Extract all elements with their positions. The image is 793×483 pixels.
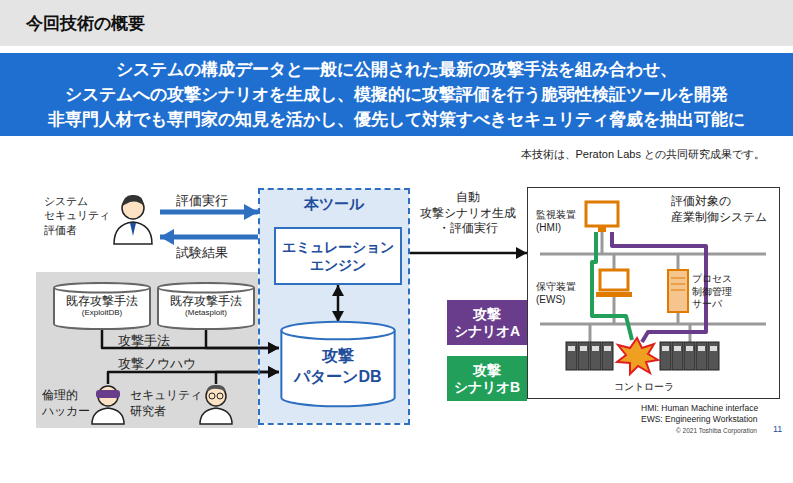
researcher: セキュリティ 研究者	[128, 382, 236, 426]
edge-label: 攻撃ノウハウ	[118, 355, 196, 373]
node-text: 既存攻撃手法	[170, 294, 242, 308]
connector	[160, 210, 258, 215]
hmi: 監視装置 (HMI)	[534, 201, 624, 245]
connector	[108, 372, 279, 384]
node-text: システムの構成データと一般に公開された最新の攻撃手法を組み合わせ、	[116, 57, 677, 82]
explosion-icon	[617, 338, 658, 374]
edge-label-text: 評価実行	[176, 192, 228, 210]
note-label: HMI: Human Machine interface	[641, 403, 758, 413]
node-text: 攻撃 シナリオA	[454, 306, 520, 340]
node-text: コントローラ	[614, 380, 674, 394]
note-label: EWS: Engineering Workstation	[641, 414, 758, 424]
hacker: 倫理的 ハッカー	[40, 382, 132, 426]
controller: コントローラ	[561, 339, 726, 396]
node-text: 既存攻撃手法	[66, 294, 138, 308]
node-text: 保守装置 (EWS)	[536, 281, 576, 306]
node-text: 攻撃 パターンDB	[294, 346, 381, 388]
node-text: 倫理的 ハッカー	[42, 388, 90, 419]
pattern-db: 攻撃 パターンDB	[279, 320, 397, 408]
edge-label: 自動 攻撃シナリオ生成 ・評価実行	[418, 190, 518, 237]
connector	[206, 330, 279, 348]
headline-band: システムの構成データと一般に公開された最新の攻撃手法を組み合わせ、システムへの攻…	[0, 53, 793, 136]
source-region	[36, 272, 258, 428]
node-text: エミュレーション エンジン	[282, 238, 394, 274]
node-text: (ExploitDB)	[82, 308, 122, 317]
attack-path-a	[612, 232, 706, 342]
edge-label: 評価実行	[176, 192, 228, 210]
target-system: 評価対象の 産業制御システム監視装置 (HMI)保守装置 (EWS)プロセス 制…	[527, 187, 780, 399]
node-text: セキュリティ 研究者	[130, 388, 202, 419]
node-text: システムへの攻撃シナリオを生成し、模擬的に攻撃評価を行う脆弱性検証ツールを開発	[65, 82, 728, 107]
tool-box: 本ツールエミュレーション エンジン攻撃 パターンDB	[258, 188, 410, 425]
connector	[216, 372, 279, 384]
node-text: 非専門人材でも専門家の知見を活かし、優先して対策すべきセキュリティ脅威を抽出可能…	[48, 107, 745, 132]
note-label: © 2021 Toshiba Corporation	[676, 427, 757, 434]
node-text: (Metasploit)	[185, 308, 227, 317]
header-bar	[0, 0, 793, 46]
node-text: 攻撃 シナリオB	[454, 362, 520, 396]
ews: 保守装置 (EWS)	[534, 269, 634, 313]
connector	[337, 285, 340, 322]
node-text: システム セキュリティ 評価者	[44, 194, 110, 237]
note-label: 11	[773, 424, 782, 434]
scenario-b: 攻撃 シナリオB	[447, 356, 527, 401]
edge-label-text: 自動 攻撃シナリオ生成 ・評価実行	[420, 190, 516, 237]
tool-fill	[259, 189, 409, 423]
edge-label-text: 攻撃ノウハウ	[118, 355, 196, 373]
connector	[160, 235, 258, 240]
connector	[410, 252, 527, 255]
evaluator-icon	[114, 195, 152, 244]
edge-label: 試験結果	[176, 244, 228, 262]
note-label: 本技術は、Peraton Labs との共同研究成果です。	[521, 147, 766, 162]
node-text: プロセス 制御管理 サーバ	[692, 273, 732, 311]
edge-label-text: 試験結果	[176, 244, 228, 262]
slide-title: 今回技術の概要	[26, 12, 145, 35]
hmi-icon	[586, 202, 618, 232]
edge-label: 攻撃手法	[118, 332, 170, 350]
researcher-icon	[200, 385, 232, 424]
evaluator: システム セキュリティ 評価者	[40, 190, 160, 252]
node-text: 監視装置 (HMI)	[536, 209, 576, 234]
server-icon	[668, 270, 688, 312]
scenario-a: 攻撃 シナリオA	[447, 300, 527, 345]
ews-icon	[596, 270, 632, 297]
process-server: プロセス 制御管理 サーバ	[666, 269, 771, 315]
hacker-icon	[92, 386, 124, 424]
edge-label-text: 攻撃手法	[118, 332, 170, 350]
engine-box: エミュレーション エンジン	[274, 227, 402, 285]
metasploit-db: 既存攻撃手法(Metasploit)	[156, 282, 256, 330]
attack-path-b	[592, 232, 632, 340]
exploitdb-db: 既存攻撃手法(ExploitDB)	[52, 282, 152, 330]
